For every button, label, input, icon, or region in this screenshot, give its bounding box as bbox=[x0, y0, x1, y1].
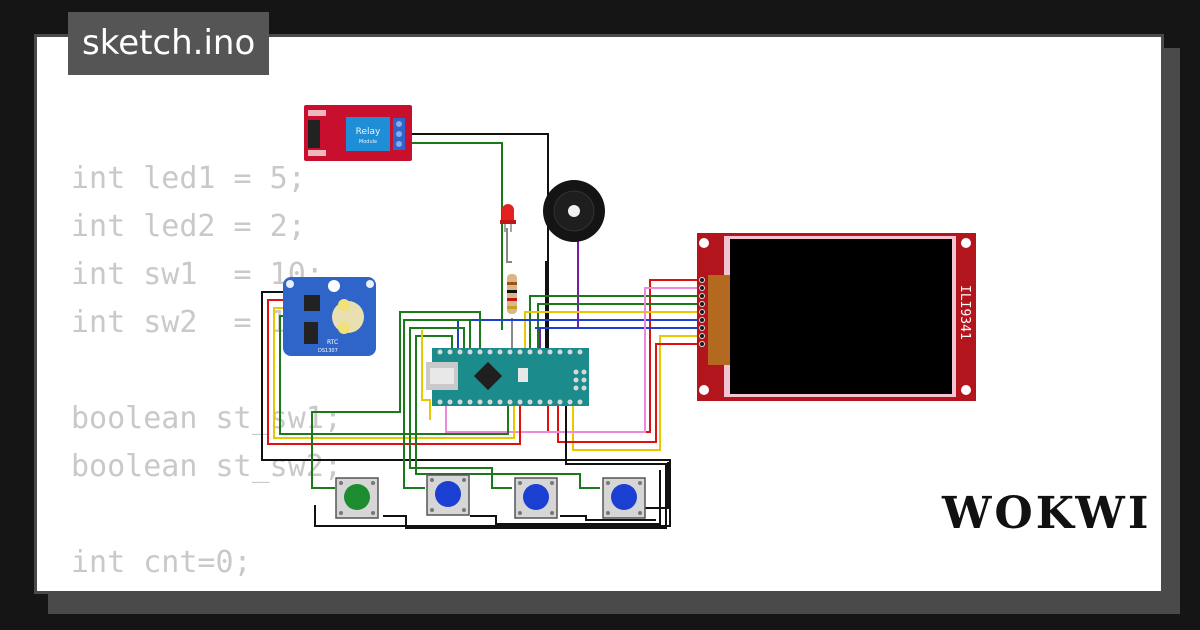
rtc-module[interactable]: RTC DS1307 bbox=[283, 277, 376, 356]
buzzer[interactable] bbox=[543, 180, 605, 242]
push-button-green[interactable] bbox=[335, 477, 379, 519]
code-line: int cnt=0; bbox=[71, 545, 252, 580]
wire-rtc-sda bbox=[273, 307, 515, 439]
wire-button-4 bbox=[415, 335, 600, 489]
ili9341-display[interactable]: ILI9341 bbox=[697, 233, 976, 401]
push-button-blue[interactable] bbox=[602, 477, 646, 519]
code-line: int led2 = 2; bbox=[71, 209, 306, 244]
wire-button-3 bbox=[409, 327, 512, 489]
wire-rtc-gnd bbox=[261, 291, 671, 527]
code-line: int led1 = 5; bbox=[71, 161, 306, 196]
code-line: boolean st_sw2; bbox=[71, 449, 342, 484]
wire-button-gnd-b bbox=[470, 470, 661, 525]
rtc-label: RTC bbox=[327, 339, 338, 346]
red-led[interactable] bbox=[500, 204, 516, 232]
nano-pin-header-bottom bbox=[437, 399, 583, 405]
wire-display-miso bbox=[557, 343, 700, 443]
display-pins bbox=[699, 277, 705, 347]
push-button-blue[interactable] bbox=[426, 474, 470, 516]
relay-label: Relay bbox=[356, 127, 381, 137]
wire-yellow-aux bbox=[421, 330, 431, 420]
relay-sublabel: Module bbox=[359, 139, 377, 145]
sketch-title: sketch.ino bbox=[68, 12, 270, 75]
wire-button-1 bbox=[311, 311, 481, 489]
wire-display-dc bbox=[524, 311, 700, 350]
wire-led-leg bbox=[506, 228, 512, 263]
wire-rtc-vcc bbox=[267, 299, 521, 445]
code-line: boolean st_sw1; bbox=[71, 401, 342, 436]
resistor[interactable] bbox=[507, 274, 517, 314]
wire-display-led bbox=[572, 335, 700, 451]
wire-buzzer-gnd bbox=[545, 240, 549, 350]
wire-display-gnd bbox=[445, 287, 700, 433]
nano-pin-header-top bbox=[437, 349, 583, 355]
wire-display-cs bbox=[529, 295, 700, 350]
wire-button-gnd-d bbox=[645, 462, 669, 509]
code-background: int led1 = 5; int led2 = 2; int sw1 = 10; i… bbox=[71, 155, 342, 587]
wire-button-gnd-a bbox=[383, 402, 667, 529]
wire-display-vcc bbox=[547, 279, 700, 433]
rtc-sublabel: DS1307 bbox=[318, 348, 338, 354]
relay-module[interactable]: Relay Module bbox=[304, 105, 412, 161]
arduino-nano[interactable] bbox=[426, 348, 589, 406]
wire-button-2 bbox=[403, 319, 471, 489]
wokwi-logo: WOKWI bbox=[942, 488, 1152, 539]
display-label: ILI9341 bbox=[957, 285, 972, 340]
push-button-blue[interactable] bbox=[514, 477, 558, 519]
wire-button-gnd-c bbox=[560, 515, 656, 521]
code-line: int sw1 = 10; bbox=[71, 257, 324, 292]
